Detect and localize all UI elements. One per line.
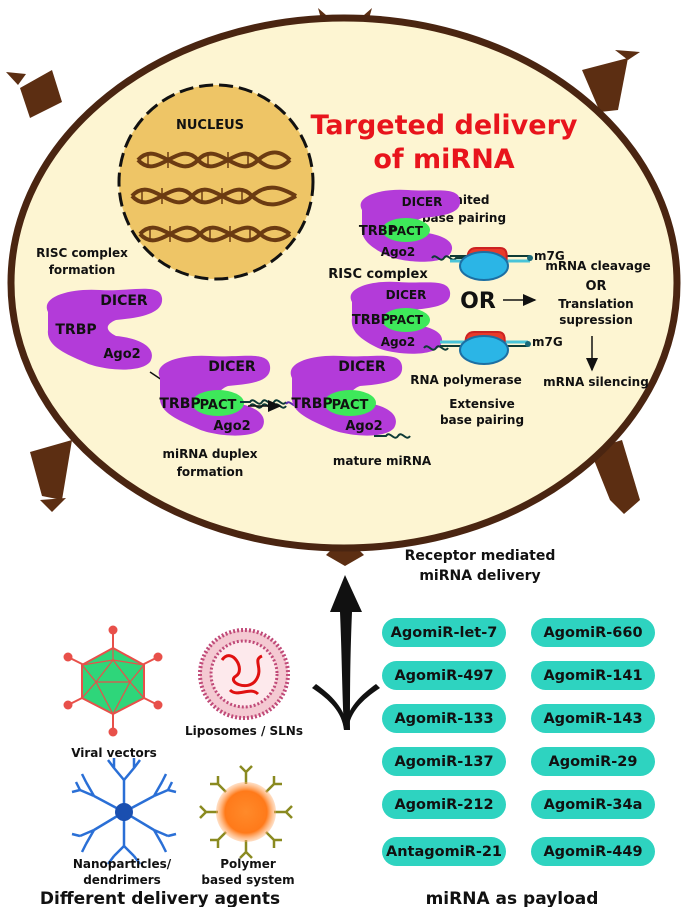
payload-pill: AntagomiR-21 <box>382 837 506 866</box>
payload-pill: AgomiR-34a <box>531 790 655 819</box>
dicer-label: DICER <box>338 359 386 375</box>
protein-complex-1: DICER TRBP Ago2 <box>46 288 163 370</box>
payload-pill: AgomiR-143 <box>531 704 655 733</box>
cell <box>6 8 681 566</box>
duplex-line2: formation <box>177 465 244 479</box>
nucleus: NUCLEUS <box>117 83 315 281</box>
trbp-label: TRBP <box>55 322 96 338</box>
payload-heading: miRNA as payload <box>426 889 599 907</box>
dicer-label: DICER <box>386 288 427 302</box>
delivery-arrow <box>312 575 380 730</box>
payload-pill: AgomiR-660 <box>531 618 655 647</box>
nucleus-label: NUCLEUS <box>176 118 244 133</box>
dicer-label: DICER <box>208 359 256 375</box>
nano-line1: Nanoparticles/ <box>73 857 172 871</box>
nano-line2: dendrimers <box>83 873 161 887</box>
agents-heading: Different delivery agents <box>40 889 280 907</box>
payload-pill: AgomiR-133 <box>382 704 506 733</box>
payload-pill: AgomiR-497 <box>382 661 506 690</box>
risc-complex-label: RISC complex <box>328 267 428 282</box>
payload-pill: AgomiR-141 <box>531 661 655 690</box>
extensive-line1: Extensive <box>449 397 515 411</box>
protein-complex-2: DICER TRBP PACT Ago2 <box>158 355 323 436</box>
rna-polymerase-label: RNA polymerase <box>410 373 521 387</box>
receptor-line2: miRNA delivery <box>419 568 540 584</box>
polymer-line2: based system <box>201 873 294 887</box>
viral-vector-icon <box>63 625 163 737</box>
outcome-silencing: mRNA silencing <box>543 375 649 389</box>
dicer-label: DICER <box>100 293 148 309</box>
liposomes-label: Liposomes / SLNs <box>185 724 303 738</box>
payload-pill: AgomiR-137 <box>382 747 506 776</box>
dicer-label: DICER <box>402 195 443 209</box>
ago2-label: Ago2 <box>381 245 415 259</box>
outcome-translation-1: Translation <box>558 297 633 311</box>
payload-pill: AgomiR-29 <box>531 747 655 776</box>
ago2-label: Ago2 <box>345 419 382 434</box>
ago2-label: Ago2 <box>103 347 140 362</box>
outcome-cleavage: mRNA cleavage <box>545 259 650 273</box>
m7g-lower: m7G <box>532 335 563 349</box>
pact-label: PACT <box>332 398 369 413</box>
liposome-icon <box>198 628 290 720</box>
trbp-label: TRBP <box>352 313 390 328</box>
dna-helix-1 <box>136 150 292 170</box>
receptor-line1: Receptor mediated <box>405 548 556 564</box>
title-line2: of miRNA <box>373 144 514 175</box>
ago2-label: Ago2 <box>213 419 250 434</box>
dna-helix-2 <box>130 185 297 207</box>
payload-pill: AgomiR-212 <box>382 790 506 819</box>
title-line1: Targeted delivery <box>310 110 577 141</box>
risc-formation-line1: RISC complex <box>36 246 128 260</box>
mature-mirna-label: mature miRNA <box>333 454 432 468</box>
outcome-or: OR <box>585 279 606 294</box>
or-big: OR <box>460 289 496 314</box>
polymer-icon <box>199 765 293 859</box>
trbp-label: TRBP <box>291 396 332 412</box>
payload-pill: AgomiR-let-7 <box>382 618 506 647</box>
ago2-label: Ago2 <box>381 335 415 349</box>
risc-formation-line2: formation <box>49 263 116 277</box>
trbp-label: TRBP <box>359 224 397 239</box>
dna-rungs <box>141 152 251 242</box>
dendrimer-core <box>115 803 133 821</box>
outcome-translation-2: supression <box>559 313 633 327</box>
pact-label: PACT <box>389 224 424 238</box>
pact-label: PACT <box>389 313 424 327</box>
pact-label: PACT <box>200 398 237 413</box>
risc-complex-lower: DICER TRBP PACT Ago2 <box>350 281 531 365</box>
m7g-upper: m7G <box>534 249 565 263</box>
risc-complex-upper: DICER TRBP PACT Ago2 <box>359 189 533 281</box>
extensive-line2: base pairing <box>440 413 524 427</box>
protein-complex-3: DICER TRBP PACT Ago2 <box>290 355 411 439</box>
duplex-line1: miRNA duplex <box>162 447 257 461</box>
viral-vectors-label: Viral vectors <box>71 746 157 760</box>
payload-pill: AgomiR-449 <box>531 837 655 866</box>
trbp-label: TRBP <box>159 396 200 412</box>
dna-helix-3 <box>138 225 292 243</box>
polymer-line1: Polymer <box>220 857 276 871</box>
